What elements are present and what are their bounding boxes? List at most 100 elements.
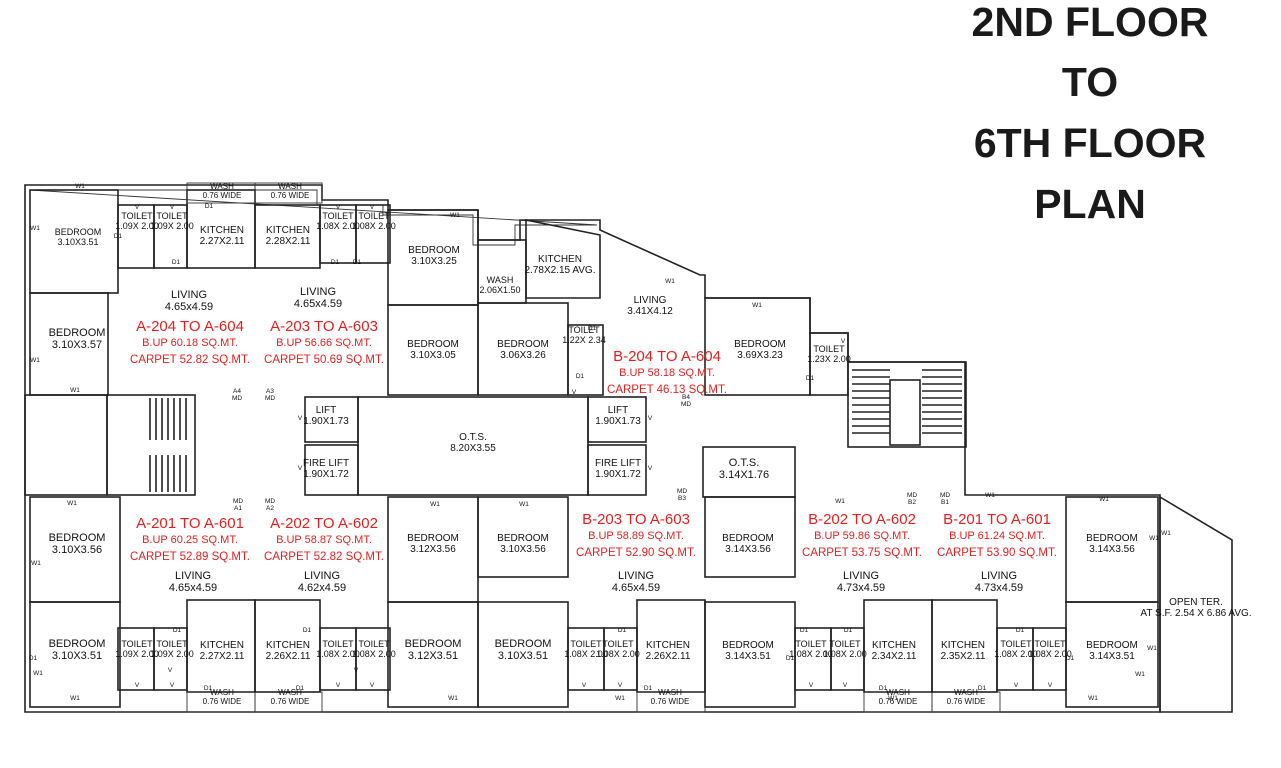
marker-label: V [168, 667, 173, 674]
marker-part: V [298, 415, 303, 422]
open-terrace [1159, 495, 1233, 713]
marker-part: V [648, 465, 653, 472]
marker-label: D1 [588, 325, 597, 332]
room-size: 3.10X3.25 [411, 256, 457, 267]
room-name: TOILET [121, 639, 153, 649]
room-name: KITCHEN [872, 640, 916, 651]
marker-label: W1 [665, 278, 675, 285]
marker-part: B4 [682, 394, 690, 401]
room-size: 3.14X3.56 [725, 544, 771, 555]
marker-label: W1 [835, 498, 845, 505]
room-name: LIVING [300, 286, 336, 298]
room-size: 3.12X3.51 [408, 650, 458, 662]
marker-part: V [168, 667, 173, 674]
marker-label: V [135, 682, 140, 689]
lift-b [587, 396, 647, 443]
room-bedroom-b202 [704, 496, 796, 578]
room-name: TOILET [570, 639, 602, 649]
room-size: 3.41X4.12 [627, 306, 673, 317]
room-wash-a203 [254, 182, 323, 204]
marker-label: W1 [752, 302, 762, 309]
marker-part: W1 [33, 670, 43, 677]
marker-label: V [809, 682, 814, 689]
room-name: WASH [954, 688, 978, 697]
marker-part: D1 [296, 685, 305, 692]
title-line-1: 2ND FLOOR [971, 0, 1209, 45]
marker-part: W1 [450, 212, 460, 219]
marker-part: D1 [844, 627, 853, 634]
marker-label: W1 [70, 695, 80, 702]
marker-part: W1 [70, 695, 80, 702]
marker-part: W1 [1135, 671, 1145, 678]
marker-label: V [298, 415, 303, 422]
room-size: 1.08X 2.00 [316, 649, 360, 659]
room-size: 3.12X3.56 [410, 544, 456, 555]
room-bedroom-b203 [477, 496, 569, 578]
marker-label: W1 [1149, 535, 1159, 542]
unit-builtup: B.UP 59.86 SQ.MT. [814, 530, 910, 542]
marker-label: W1 [985, 492, 995, 499]
room-size: 4.65x4.59 [612, 582, 660, 594]
room-size: 2.34X2.11 [872, 651, 917, 662]
marker-part: W1 [30, 225, 40, 232]
room-size: 3.10X3.57 [52, 339, 102, 351]
marker-label: W1 [75, 183, 85, 190]
unit-number: B-203 TO A-603 [582, 511, 690, 528]
title-line-2: TO [1061, 59, 1119, 105]
room-name: TOILET [1034, 639, 1066, 649]
unit-number: B-204 TO A-604 [613, 348, 721, 365]
marker-part: V [618, 682, 623, 689]
marker-part: V [843, 682, 848, 689]
marker-part: W1 [70, 387, 80, 394]
marker-part: V [170, 682, 175, 689]
marker-label: D1 [644, 685, 653, 692]
room-size: AT S.F. 2.54 X 6.86 AVG. [1140, 608, 1251, 619]
marker-label: V [298, 465, 303, 472]
marker-label: D1 [296, 685, 305, 692]
marker-part: MD [233, 498, 243, 505]
marker-part: D1 [588, 325, 597, 332]
unit-carpet: CARPET 53.75 SQ.MT. [802, 547, 922, 559]
room-size: 1.08X 2.00 [596, 649, 640, 659]
title-line-4: PLAN [1034, 181, 1146, 227]
marker-part: D1 [303, 627, 312, 634]
marker-part: W1 [430, 501, 440, 508]
room-size: 3.10X3.51 [57, 237, 98, 247]
room-size: 3.14X1.76 [719, 469, 769, 481]
marker-part: D1 [806, 375, 815, 382]
room-name: BEDROOM [408, 245, 460, 256]
unit-number: A-201 TO A-601 [136, 515, 244, 532]
walls [24, 182, 1233, 713]
marker-label: W1 [1135, 671, 1145, 678]
marker-label: W1 [430, 501, 440, 508]
unit-builtup: B.UP 58.87 SQ.MT. [276, 534, 372, 546]
marker-part: D1 [331, 259, 340, 266]
room-size: 2.78X2.15 AVG. [525, 265, 596, 276]
room-name: BEDROOM [722, 533, 774, 544]
room-name: LIVING [981, 570, 1017, 582]
marker-label: V [572, 389, 577, 396]
marker-part: V [648, 415, 653, 422]
